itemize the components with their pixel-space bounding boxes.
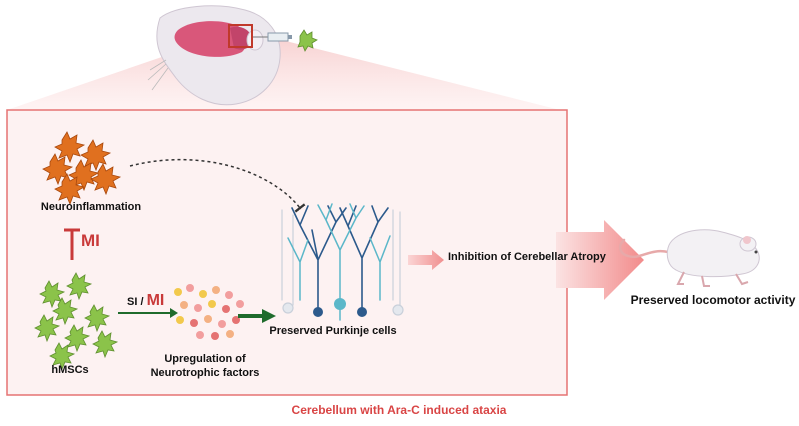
neurotrophic-factors-icon <box>174 284 244 340</box>
neuroinflammation-cells-icon <box>42 131 122 206</box>
locomotor-label: Preserved locomotor activity <box>630 293 796 307</box>
purkinje-arrow <box>238 309 276 323</box>
purkinje-label: Preserved Purkinje cells <box>269 325 397 337</box>
hmscs-label: hMSCs <box>51 364 89 376</box>
mi-small-label: MI <box>146 292 165 309</box>
green-arrow <box>118 308 178 318</box>
inhibit-bar <box>64 228 80 260</box>
mi-label: MI <box>81 231 100 250</box>
upregulation-label: Upregulation of Neurotrophic factors <box>151 352 260 380</box>
zoom-box <box>228 24 253 48</box>
syringe-icon <box>253 29 318 52</box>
upregulation-line2: Neurotrophic factors <box>150 367 260 379</box>
dashed-inhibit-arrow <box>129 158 306 213</box>
mouse-head-icon <box>147 5 281 106</box>
si-label: SI / <box>127 296 144 308</box>
inhibition-arrow <box>408 250 444 270</box>
running-mouse-icon <box>618 229 760 287</box>
neuroinflammation-label: Neuroinflammation <box>40 201 142 213</box>
caption-label: Cerebellum with Ara-C induced ataxia <box>291 403 507 417</box>
inhibition-label: Inhibition of Cerebellar Atropy <box>448 251 606 263</box>
purkinje-cells-icon <box>281 203 404 321</box>
big-output-arrow <box>556 220 644 300</box>
hmsc-cells-icon <box>34 272 119 371</box>
si-mi-label: SI / MI <box>127 292 164 310</box>
upregulation-line1: Upregulation of <box>164 353 246 365</box>
zoom-cone <box>7 33 560 110</box>
